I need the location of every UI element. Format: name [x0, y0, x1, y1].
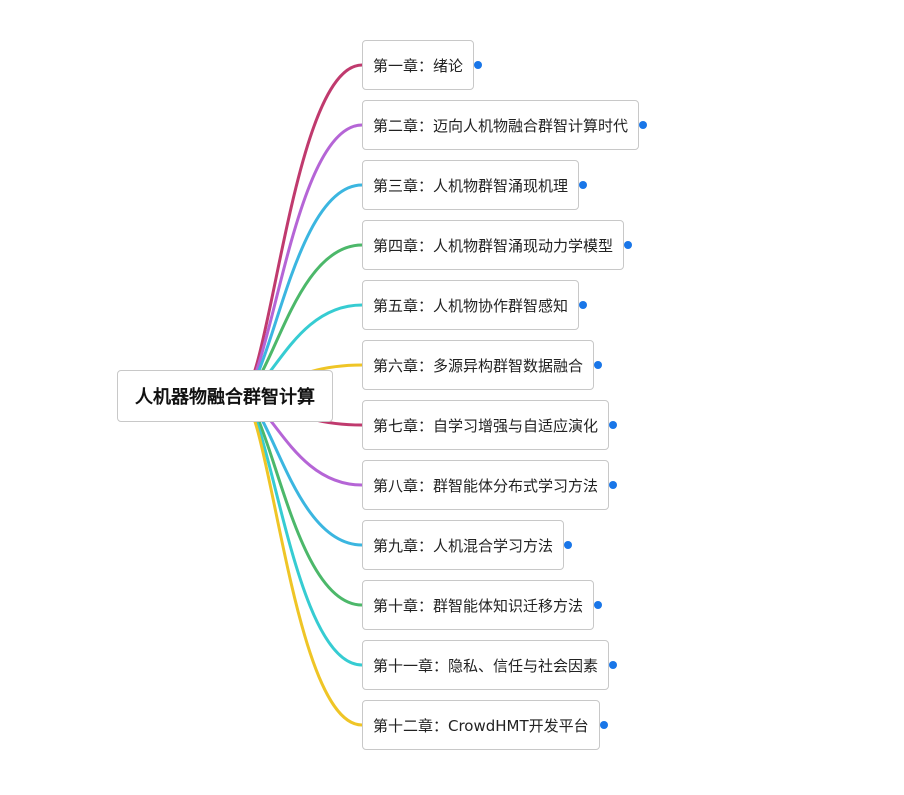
chapter-label: 第八章：群智能体分布式学习方法	[373, 476, 599, 495]
chapter-label: 第五章：人机物协作群智感知	[373, 296, 569, 315]
chapter-label: 第十二章：CrowdHMT开发平台	[373, 716, 589, 735]
chapter-label: 第三章：人机物群智涌现机理	[373, 176, 569, 195]
expand-dot-icon[interactable]	[594, 361, 602, 369]
expand-dot-icon[interactable]	[594, 601, 602, 609]
expand-dot-icon[interactable]	[579, 301, 587, 309]
expand-dot-icon[interactable]	[600, 721, 608, 729]
chapter-node-9[interactable]: 第九章：人机混合学习方法	[362, 520, 565, 570]
chapter-label: 第一章：绪论	[373, 56, 464, 75]
chapter-node-7[interactable]: 第七章：自学习增强与自适应演化	[362, 400, 610, 450]
chapter-node-6[interactable]: 第六章：多源异构群智数据融合	[362, 340, 595, 390]
chapter-node-4[interactable]: 第四章：人机物群智涌现动力学模型	[362, 220, 625, 270]
chapter-node-5[interactable]: 第五章：人机物协作群智感知	[362, 280, 580, 330]
expand-dot-icon[interactable]	[609, 481, 617, 489]
chapter-node-2[interactable]: 第二章：迈向人机物融合群智计算时代	[362, 100, 640, 150]
chapter-label: 第九章：人机混合学习方法	[373, 536, 554, 555]
root-topic-label: 人机器物融合群智计算	[135, 387, 315, 408]
chapter-label: 第十章：群智能体知识迁移方法	[373, 596, 584, 615]
expand-dot-icon[interactable]	[624, 241, 632, 249]
root-topic[interactable]: 人机器物融合群智计算	[117, 370, 333, 422]
expand-dot-icon[interactable]	[609, 661, 617, 669]
branch-line-12	[238, 394, 364, 727]
chapter-label: 第四章：人机物群智涌现动力学模型	[373, 236, 614, 255]
expand-dot-icon[interactable]	[564, 541, 572, 549]
chapter-node-3[interactable]: 第三章：人机物群智涌现机理	[362, 160, 580, 210]
chapter-node-12[interactable]: 第十二章：CrowdHMT开发平台	[362, 700, 600, 750]
branch-line-1	[238, 63, 364, 398]
chapter-label: 第六章：多源异构群智数据融合	[373, 356, 584, 375]
chapter-node-11[interactable]: 第十一章：隐私、信任与社会因素	[362, 640, 610, 690]
chapter-node-10[interactable]: 第十章：群智能体知识迁移方法	[362, 580, 595, 630]
chapter-label: 第二章：迈向人机物融合群智计算时代	[373, 116, 629, 135]
expand-dot-icon[interactable]	[579, 181, 587, 189]
chapter-label: 第十一章：隐私、信任与社会因素	[373, 656, 599, 675]
expand-dot-icon[interactable]	[639, 121, 647, 129]
expand-dot-icon[interactable]	[474, 61, 482, 69]
chapter-node-1[interactable]: 第一章：绪论	[362, 40, 475, 90]
expand-dot-icon[interactable]	[609, 421, 617, 429]
chapter-label: 第七章：自学习增强与自适应演化	[373, 416, 599, 435]
chapter-node-8[interactable]: 第八章：群智能体分布式学习方法	[362, 460, 610, 510]
